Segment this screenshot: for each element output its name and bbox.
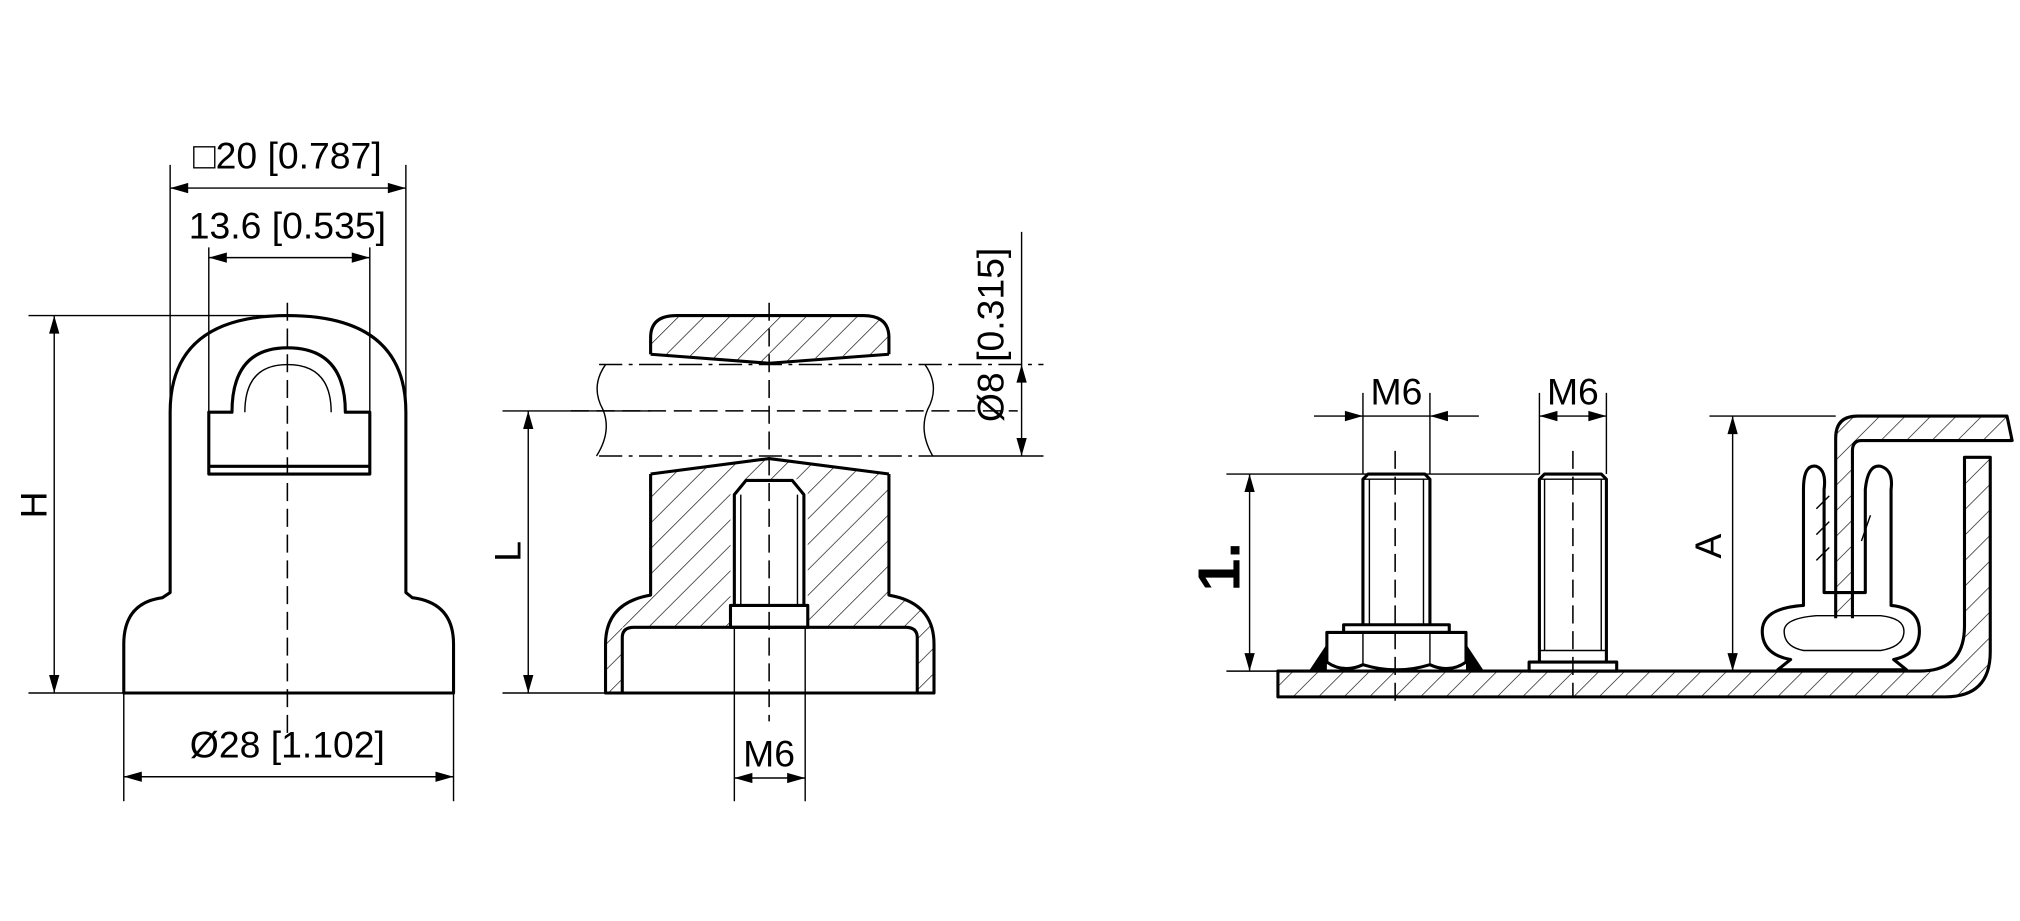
panel-thickness-dimension: Ø8 [0.315]	[970, 248, 1012, 422]
slot-dimension: 13.6 [0.535]	[189, 204, 386, 246]
mounting-view: M6 M6 1. A	[1185, 370, 2014, 709]
top-panel	[1834, 414, 2014, 619]
weld-seam-icon	[1308, 644, 1485, 672]
square-dimension: □20 [0.787]	[193, 135, 382, 177]
hex-nut	[1325, 630, 1468, 672]
stud-nut-thread-dimension: M6	[1370, 370, 1422, 412]
front-view: □20 [0.787] 13.6 [0.535] H Ø28 [1.102]	[12, 135, 456, 802]
thread-dimension: M6	[743, 732, 795, 774]
height-label-a: A	[1687, 534, 1729, 559]
base-plate	[1276, 455, 1992, 699]
slot-window	[207, 346, 372, 476]
section-view: Ø8 [0.315] L M6	[487, 231, 1044, 802]
threaded-insert	[732, 478, 806, 606]
edge-protector-seal	[1760, 464, 1921, 672]
stud-with-nut	[1361, 472, 1432, 625]
stud-thread-dimension: M6	[1547, 370, 1599, 412]
step-label: 1.	[1185, 542, 1252, 591]
stud	[1537, 472, 1608, 663]
front-view-outline	[122, 314, 456, 695]
height-label-h: H	[12, 491, 54, 518]
length-label-l: L	[487, 541, 529, 562]
base-diameter-dimension: Ø28 [1.102]	[190, 723, 385, 765]
